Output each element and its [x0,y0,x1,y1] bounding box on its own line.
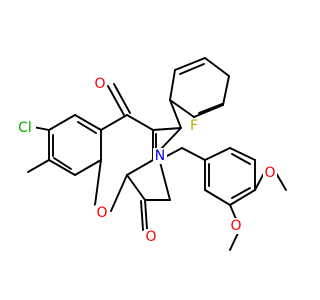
pyrrolone-bond [152,127,182,131]
chlorine-label: Cl [18,120,32,136]
fluorophenyl-bond [222,75,230,106]
dimethoxyphenyl-double-inner [231,153,251,165]
fluorophenyl-double-inner [198,103,223,114]
fluorophenyl-double-inner [179,63,205,75]
benzene-bond [48,159,76,176]
pyranone-bond [100,114,128,131]
pyrrolone-bond [126,174,146,201]
fluorophenyl-bond [193,104,224,118]
pyrrolone-bond [159,161,171,201]
pyranone-bond [126,159,154,176]
methoxy-methyl-bond [275,172,287,191]
ketone-bond [107,85,125,116]
dimethoxyphenyl-bond [229,189,256,206]
dimethoxyphenyl-bond [204,147,231,161]
ketone-double [113,83,131,114]
chlorine-atom: Cl [14,120,36,136]
pyrrolone-bond [159,127,182,151]
chemical-structure-diagram: Cl F O O O N O O [14,57,287,251]
nitrogen-atom: N [153,148,167,164]
atom-labels: Cl F O O O N O O [14,76,277,245]
ethyl-bond [166,147,183,157]
pyranone-bond [110,174,128,212]
ring-oxygen-atom: O [95,205,109,221]
methoxy-bond [229,204,237,220]
fluorophenyl-bond [169,69,176,101]
ketone-oxygen-label: O [94,76,105,92]
lactam-double [140,200,144,231]
pyranone-bond [126,114,154,131]
fluorine-label: F [190,118,198,134]
methoxy-oxygen-lower-label: O [230,218,241,234]
methoxy-methyl-bond [229,232,239,251]
fluorophenyl-bond [174,57,206,71]
pyranone-bond [94,159,102,206]
lactam-oxygen-label: O [145,229,156,245]
ketone-oxygen-atom: O [93,76,107,92]
lactam-oxygen-atom: O [144,229,158,245]
fluorophenyl-bond [169,99,195,118]
benzene-bond [48,114,76,131]
benzene-bond [74,159,102,176]
fluorine-atom: F [187,118,201,134]
methoxy-oxygen-upper-label: O [264,165,275,181]
benzene-double-inner [77,121,97,134]
benzene-bond [74,114,102,131]
ethyl-bond [181,147,206,161]
dimethoxyphenyl-bond [204,189,231,206]
aryl-link-bond [169,99,182,129]
dimethoxyphenyl-double-inner [231,187,251,199]
dimethoxyphenyl-bond [229,147,256,161]
benzene-double-inner [53,157,72,170]
ring-oxygen-label: O [96,205,107,221]
lactam-bond [144,199,148,230]
methoxy-oxygen-lower-atom: O [229,218,243,234]
methyl-bond [27,159,50,173]
methoxy-oxygen-upper-atom: O [263,165,277,181]
nitrogen-label: N [155,148,165,164]
methoxy-bond [254,172,265,191]
fluorophenyl-bond [204,57,230,77]
